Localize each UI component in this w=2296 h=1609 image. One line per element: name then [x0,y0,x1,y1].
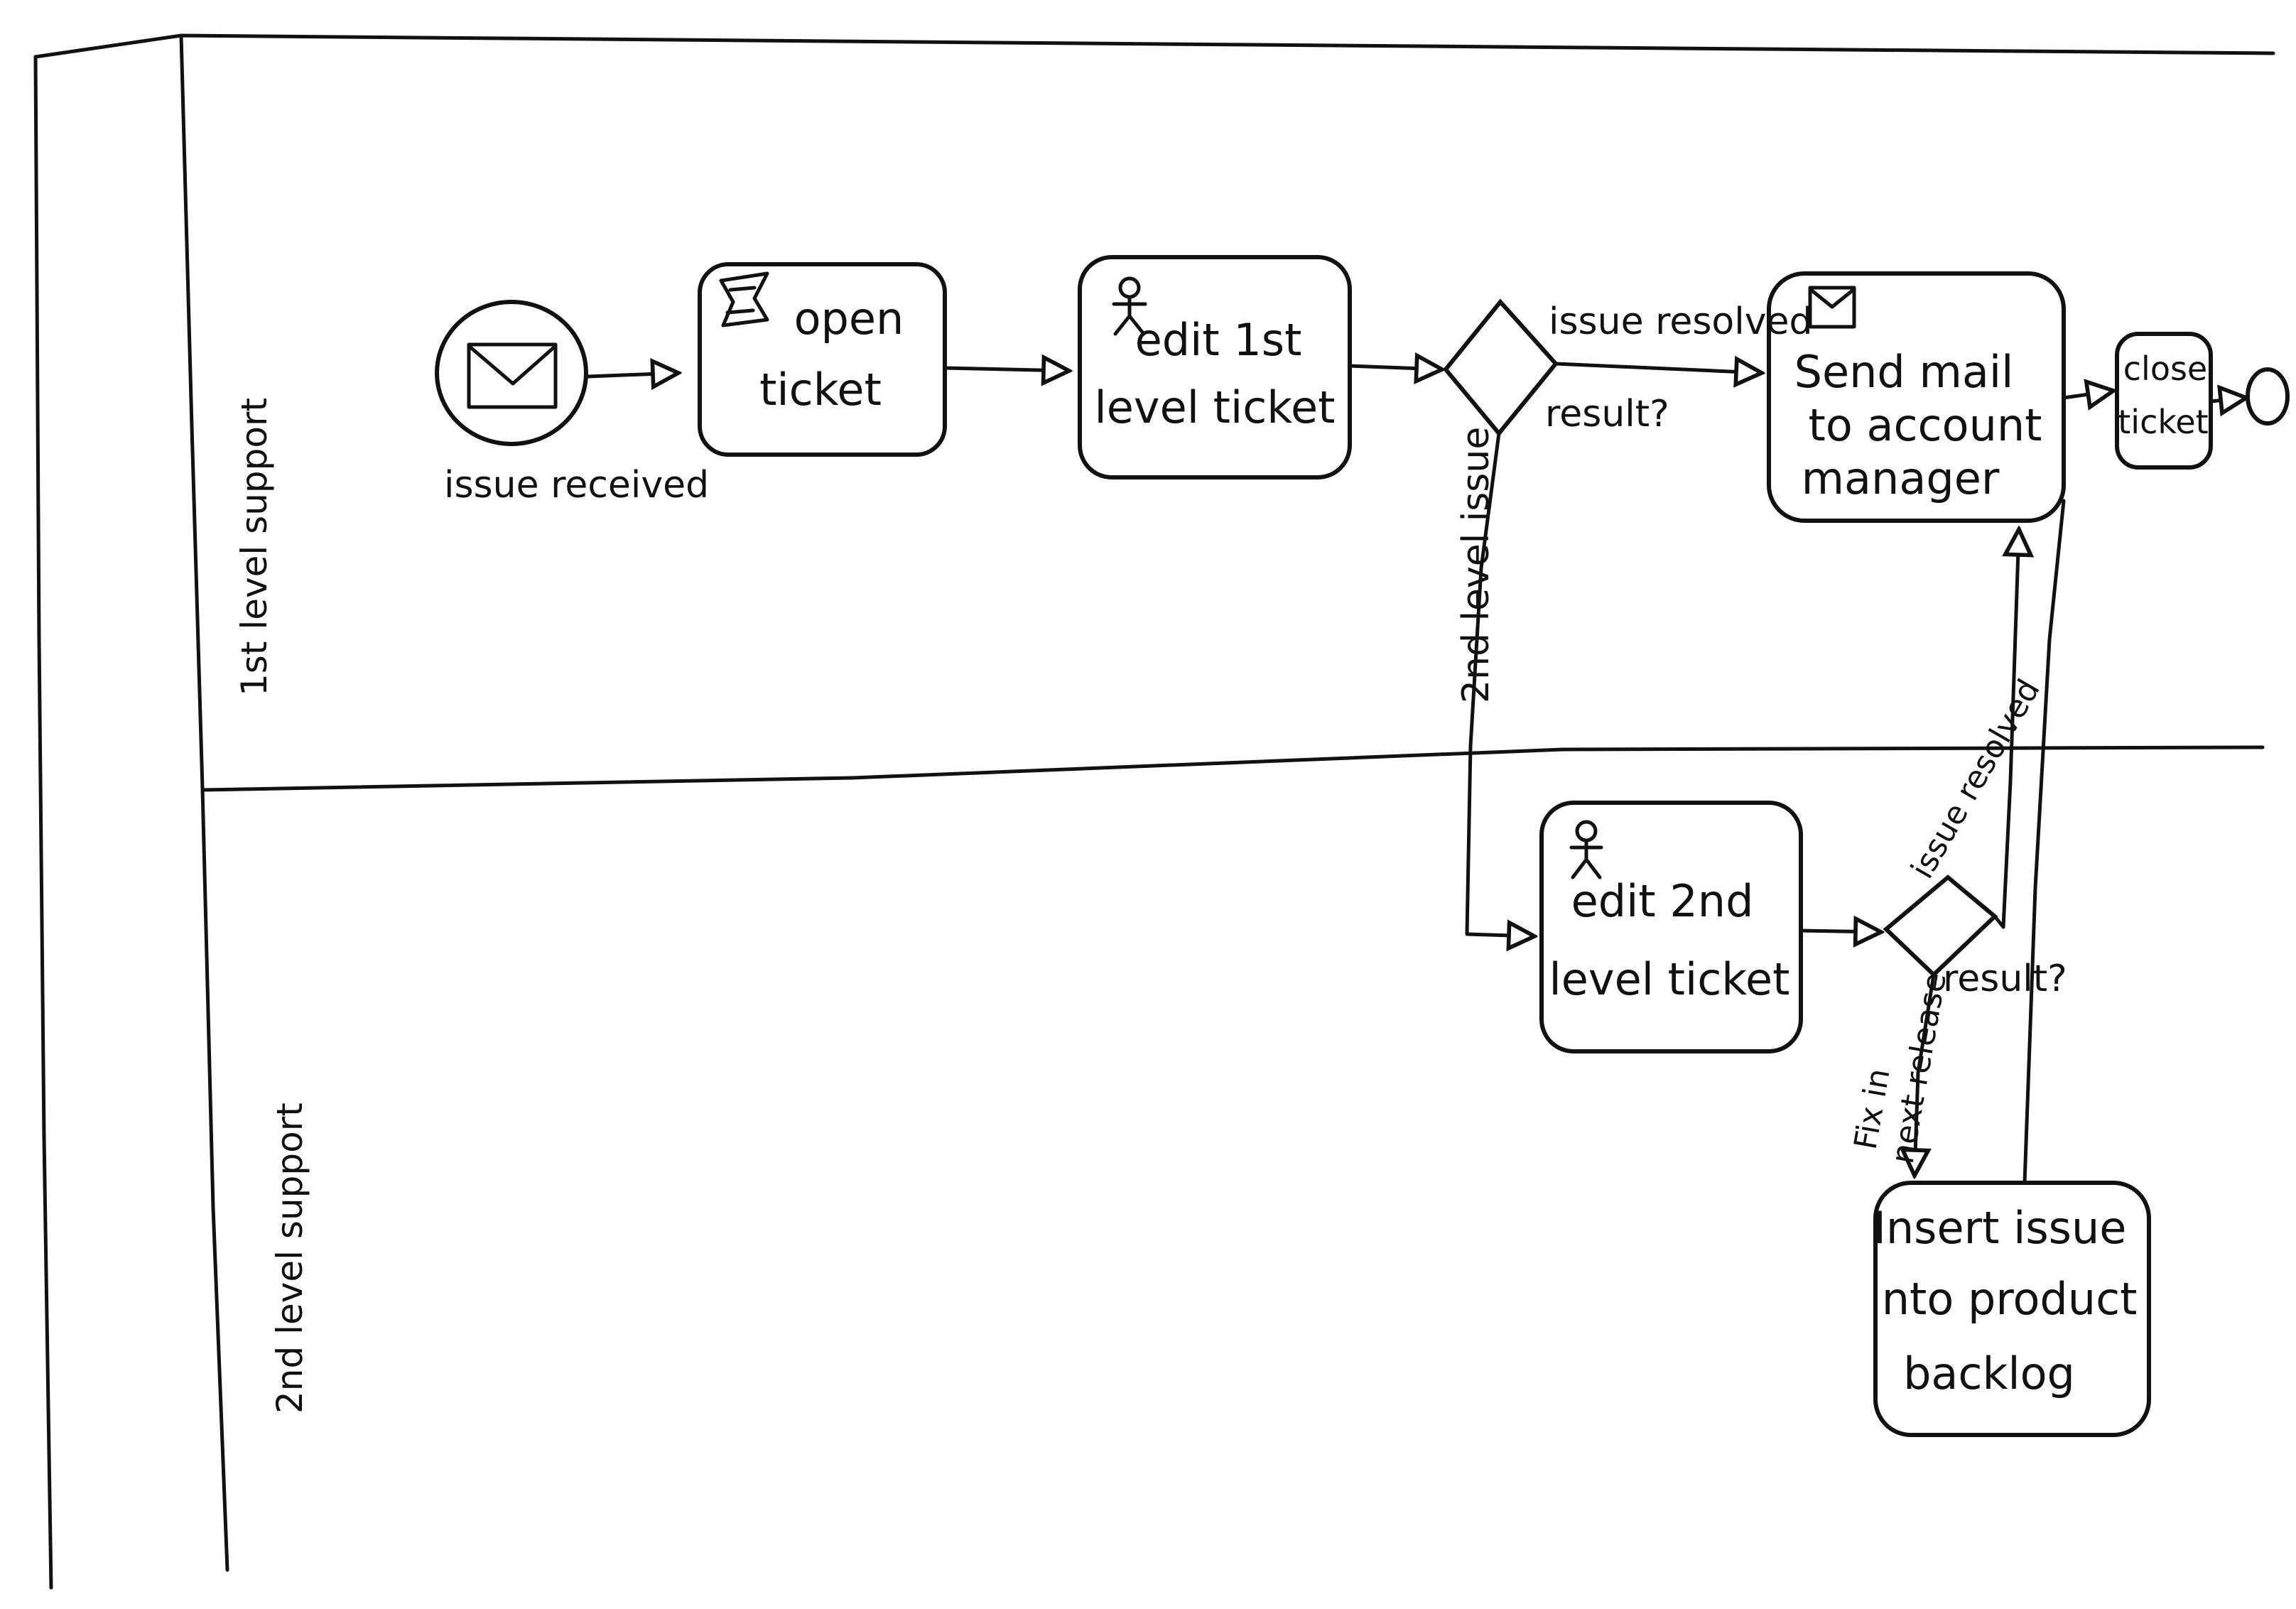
flow-label-issue-resolved-2: issue resolved [1904,673,2047,885]
task-edit-2nd-line2: level ticket [1549,953,1790,1005]
end-event[interactable] [2246,367,2290,426]
task-send-mail[interactable]: Send mail to account manager [1767,271,2066,523]
user-icon [1569,820,1603,879]
task-insert-issue[interactable]: Insert issue into product backlog [1870,1181,2151,1437]
task-edit-2nd-line1: edit 2nd [1571,875,1754,927]
task-insert-issue-line2: into product [1870,1273,2138,1325]
task-send-mail-line1: Send mail [1794,346,2014,398]
flow-gateway1-to-sendmail [1554,364,1762,373]
flow-open-to-edit1 [943,368,1069,371]
flow-gateway2-to-insert [1915,973,1936,1176]
task-open-ticket-line2: ticket [759,364,882,416]
task-open-ticket-line1: open [794,293,904,345]
flow-gateway2-to-sendmail [1993,529,2019,929]
flow-label-2nd-level-issue: 2nd level issue [1455,427,1498,703]
flow-label-issue-resolved-1: issue resolved [1549,300,1812,343]
envelope-icon [1808,286,1856,329]
task-open-ticket[interactable]: open ticket [698,262,947,457]
flow-start-to-open [586,373,678,376]
flow-gateway1-to-edit2 [1465,431,1534,936]
task-edit-2nd-level-ticket[interactable]: edit 2nd level ticket [1539,801,1803,1053]
sequence-flows [586,364,2246,1185]
task-close-ticket[interactable]: close ticket [2115,332,2213,470]
flow-sendmail-to-close [2062,391,2113,398]
script-icon [719,271,769,327]
flow-label-next-release: next release [1885,970,1954,1166]
gateway-1-label: result? [1545,393,1669,435]
flow-insert-to-sendmail [2022,499,2066,1185]
flow-close-to-end [2209,398,2246,401]
task-send-mail-line2: to account [1809,399,2042,451]
task-close-ticket-line1: close [2123,350,2207,388]
start-event-issue-received[interactable] [435,300,588,446]
task-edit-1st-line2: level ticket [1095,381,1336,433]
lane-label-2nd-support: 2nd level support [269,1103,310,1414]
lane-divider [200,745,2265,792]
task-insert-issue-line1: Insert issue [1873,1202,2127,1254]
user-icon [1112,276,1147,336]
flow-edit2-to-gateway2 [1799,931,1881,932]
task-edit-1st-level-ticket[interactable]: edit 1st level ticket [1078,255,1352,480]
gateway-1[interactable] [1443,298,1559,437]
lane-label-1st-support: 1st level support [234,398,275,696]
envelope-icon [467,342,558,409]
flow-edit1-to-gateway1 [1348,366,1442,369]
task-send-mail-line3: manager [1802,453,2000,504]
task-edit-1st-line1: edit 1st [1135,314,1302,366]
lane-header-divider [179,33,229,1572]
task-insert-issue-line3: backlog [1903,1348,2075,1399]
pool-frame [33,33,2275,1590]
task-close-ticket-line2: ticket [2118,403,2208,441]
start-event-label: issue received [444,464,709,506]
gateway-2-label: result? [1943,958,2067,1000]
